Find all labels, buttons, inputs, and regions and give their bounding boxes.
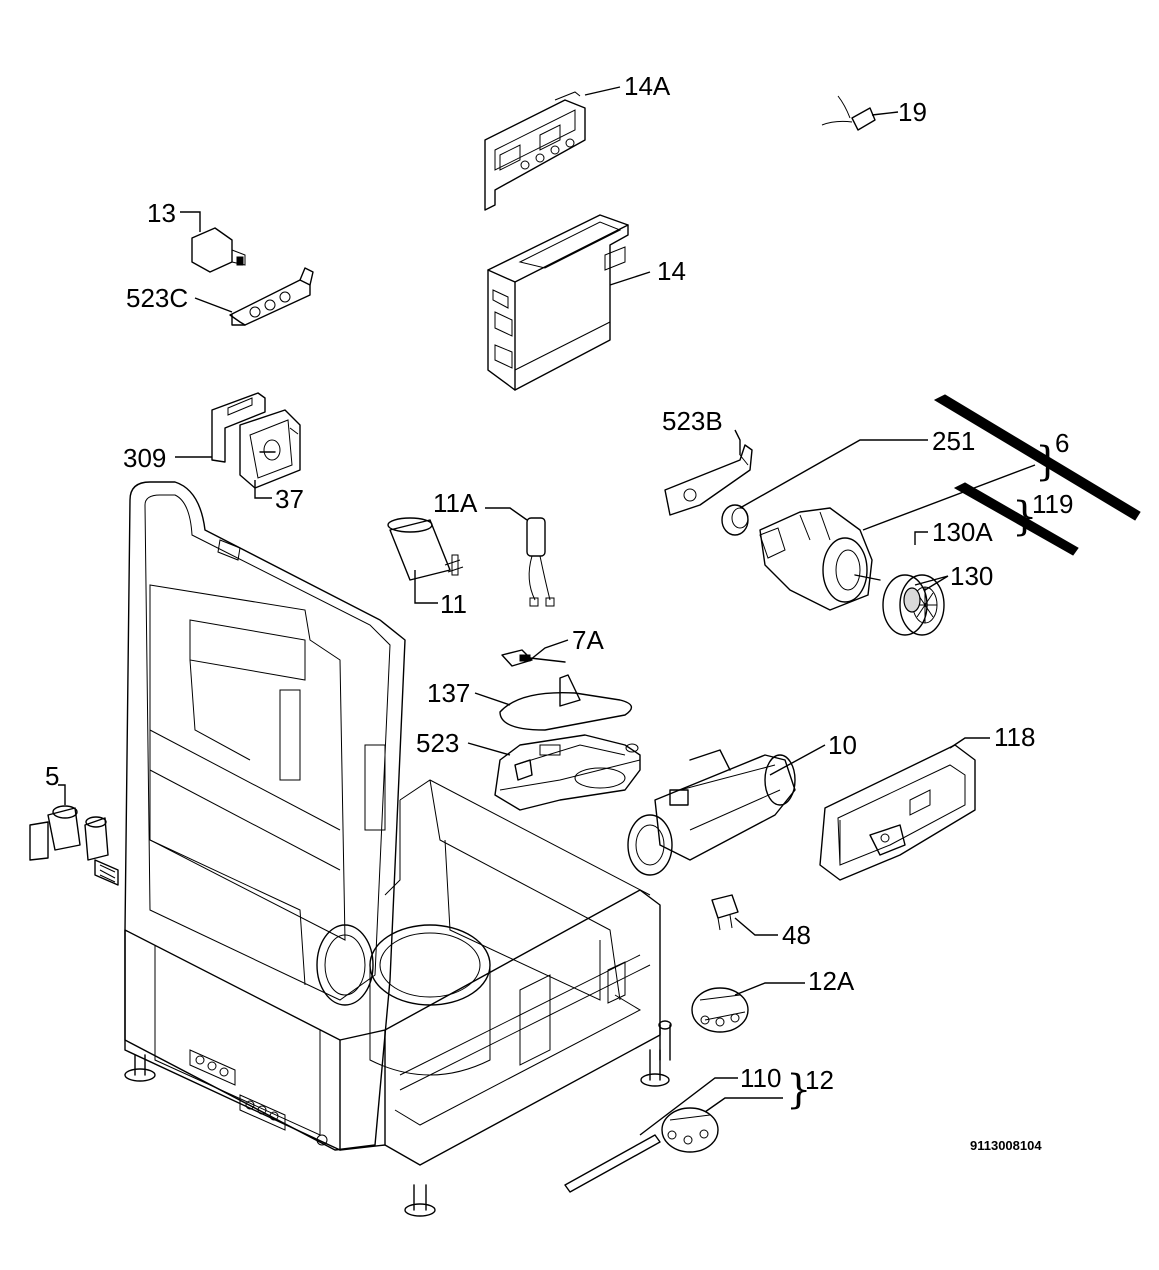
cap-251	[721, 504, 749, 536]
label-19: 19	[898, 97, 927, 127]
label-7a: 7A	[572, 625, 604, 655]
label-309: 309	[123, 443, 166, 473]
label-12: 12	[805, 1065, 834, 1095]
suppressor-11a	[526, 517, 555, 607]
label-118: 118	[994, 722, 1035, 752]
clip-7a	[501, 649, 566, 667]
bracket-309	[211, 392, 266, 463]
bracket-523c	[229, 267, 314, 326]
heater-10	[627, 749, 796, 876]
pressure-switch-12a	[691, 987, 749, 1033]
group-bar-119	[953, 482, 1079, 556]
label-14: 14	[657, 256, 686, 286]
impeller-130	[882, 574, 945, 636]
brace-119: }	[1012, 494, 1037, 540]
control-panel-14a	[484, 91, 586, 211]
label-119: 119	[1032, 489, 1073, 519]
pump-motor-6	[759, 507, 881, 611]
capacitor-11	[387, 517, 464, 581]
inlet-valve-5	[29, 805, 119, 886]
label-523: 523	[416, 728, 459, 758]
thermostat-48	[711, 894, 739, 931]
bracket-37	[239, 409, 301, 489]
label-37: 37	[275, 484, 304, 514]
label-251: 251	[932, 426, 975, 456]
drawing-code: 9113008104	[970, 1138, 1042, 1153]
sensor-19	[821, 95, 876, 131]
label-14a: 14A	[624, 71, 671, 101]
bracket-523b	[664, 444, 753, 516]
label-13: 13	[147, 198, 176, 228]
dishwasher-frame	[124, 481, 672, 1217]
label-11a: 11A	[433, 488, 478, 518]
label-130: 130	[950, 561, 993, 591]
pressure-switch-12	[564, 1107, 719, 1193]
brace-6: }	[1035, 439, 1060, 485]
label-48: 48	[782, 920, 811, 950]
label-5: 5	[45, 761, 59, 791]
label-137: 137	[427, 678, 470, 708]
switch-13	[191, 227, 246, 273]
part-labels: 14A 19 13 523C 14 523B 251 } 6 } 119 309…	[45, 71, 1073, 1153]
chamber-523	[494, 734, 641, 811]
dosing-unit-118	[819, 744, 976, 881]
label-6: 6	[1055, 428, 1069, 458]
electronic-module-14	[487, 214, 629, 391]
label-523c: 523C	[126, 283, 188, 313]
label-11: 11	[440, 589, 467, 619]
label-130a: 130A	[932, 517, 993, 547]
leader-lines	[58, 86, 1036, 1136]
label-12a: 12A	[808, 966, 855, 996]
group-bar-6	[933, 394, 1141, 521]
label-523b: 523B	[662, 406, 723, 436]
label-10: 10	[828, 730, 857, 760]
brace-12: }	[786, 1067, 811, 1113]
seal-137	[499, 674, 633, 731]
label-110: 110	[740, 1063, 781, 1093]
